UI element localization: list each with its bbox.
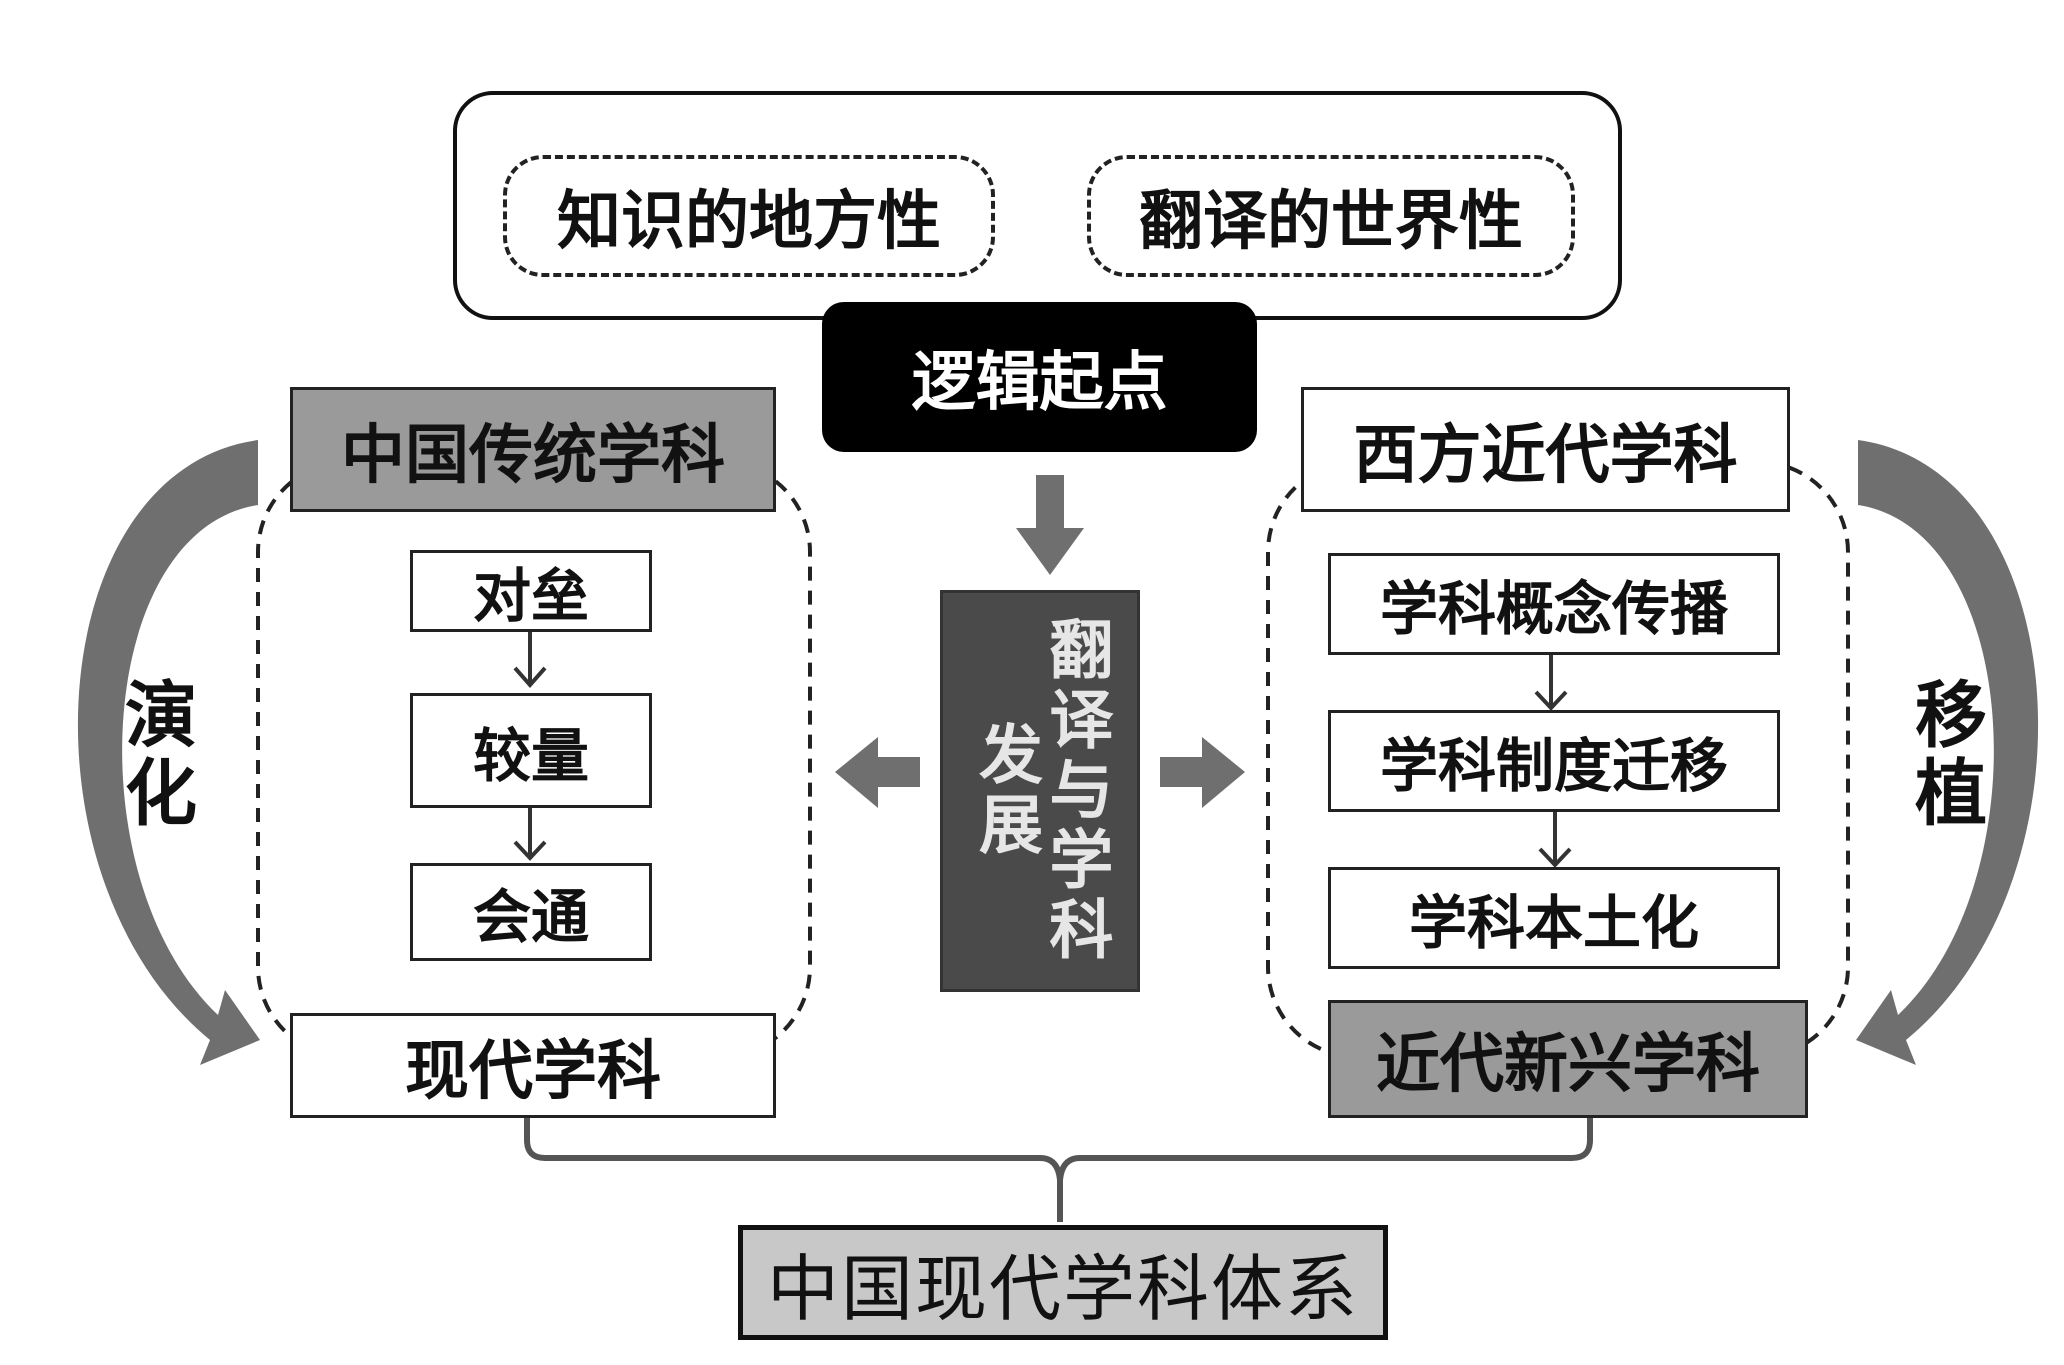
right-block-arrow xyxy=(1160,737,1245,808)
left-step-1-label: 对垒 xyxy=(472,562,589,630)
right-step-1-label: 学科概念传播 xyxy=(1379,575,1728,643)
left-step-2-box: 较量 xyxy=(410,693,652,808)
left-block-arrow xyxy=(835,737,920,808)
right-step-3-label: 学科本土化 xyxy=(1408,889,1699,957)
logic-start-box: 逻辑起点 xyxy=(822,302,1257,452)
left-step-3-label: 会通 xyxy=(472,883,589,951)
right-step-2-label: 学科制度迁移 xyxy=(1379,732,1728,800)
chinese-traditional-disciplines-label: 中国传统学科 xyxy=(341,418,725,493)
right-step-3-box: 学科本土化 xyxy=(1328,867,1780,969)
modern-disciplines-label: 现代学科 xyxy=(405,1034,661,1109)
left-curved-arrow xyxy=(77,440,260,1065)
modern-disciplines-box: 现代学科 xyxy=(290,1013,776,1118)
logic-start-label: 逻辑起点 xyxy=(911,346,1168,420)
left-step-2-label: 较量 xyxy=(472,721,589,790)
chinese-modern-discipline-system-box: 中国现代学科体系 xyxy=(738,1225,1388,1340)
locality-of-knowledge-pill: 知识的地方性 xyxy=(503,155,995,277)
translation-discipline-label: 翻译与学科发展 xyxy=(968,616,1113,966)
left-step-3-box: 会通 xyxy=(410,863,652,961)
right-step-2-box: 学科制度迁移 xyxy=(1328,710,1780,812)
universality-of-translation-label: 翻译的世界性 xyxy=(1139,185,1523,259)
transplant-label: 移植 xyxy=(1902,677,1987,833)
right-curved-arrow xyxy=(1856,440,2039,1065)
emerging-modern-disciplines-label: 近代新兴学科 xyxy=(1376,1028,1760,1102)
left-step-arrows xyxy=(513,632,547,861)
evolution-label: 演化 xyxy=(112,677,197,833)
right-step-1-box: 学科概念传播 xyxy=(1328,553,1780,655)
emerging-modern-disciplines-box: 近代新兴学科 xyxy=(1328,1000,1808,1118)
down-arrow xyxy=(1016,475,1084,575)
left-step-1-box: 对垒 xyxy=(410,550,652,632)
right-step-arrows xyxy=(1534,655,1572,868)
translation-discipline-box: 翻译与学科发展 xyxy=(940,590,1140,992)
locality-of-knowledge-label: 知识的地方性 xyxy=(557,185,941,259)
western-modern-disciplines-box: 西方近代学科 xyxy=(1301,387,1790,512)
chinese-traditional-disciplines-box: 中国传统学科 xyxy=(290,387,776,512)
universality-of-translation-pill: 翻译的世界性 xyxy=(1087,155,1575,277)
western-modern-disciplines-label: 西方近代学科 xyxy=(1353,418,1738,493)
chinese-modern-discipline-system-label: 中国现代学科体系 xyxy=(766,1247,1359,1331)
bottom-bracket xyxy=(524,1118,1593,1222)
